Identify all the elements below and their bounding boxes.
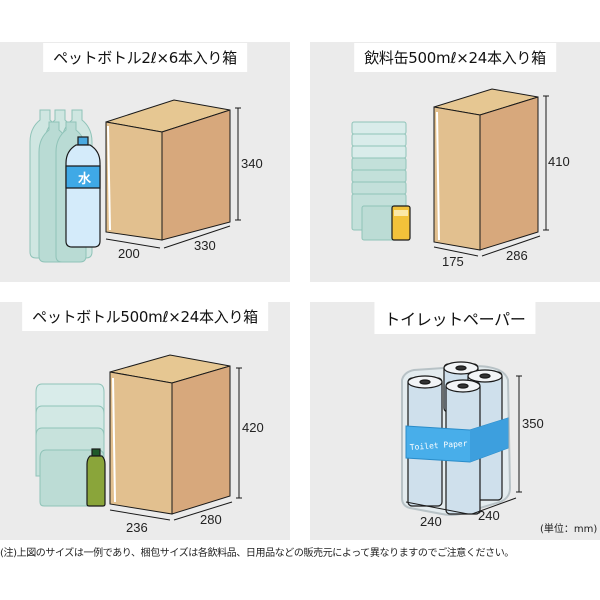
depth-dimension: 330 xyxy=(194,238,216,253)
panel-toilet-paper: トイレットペーパー Toilet Paper 3 xyxy=(310,302,600,540)
panel-title: 飲料缶500mℓ×24本入り箱 xyxy=(354,43,556,72)
height-dimension: 420 xyxy=(242,420,264,435)
height-dimension: 340 xyxy=(241,156,263,171)
panel-title: トイレットペーパー xyxy=(374,302,536,334)
band-label: Toilet Paper xyxy=(410,439,468,452)
panel-pet-bottle-2l: ペットボトル2ℓ×6本入り箱 水 340 2 xyxy=(0,42,290,282)
pet-bottle-2l-icon: 水 xyxy=(29,99,241,263)
height-dimension: 410 xyxy=(548,154,570,169)
footnote: (注)上図のサイズは一例であり、梱包サイズは各飲料品、日用品などの販売元によって… xyxy=(0,548,514,559)
pet-bottle-500ml-icon xyxy=(35,354,242,521)
panel-pet-bottle-500ml: ペットボトル500mℓ×24本入り箱 420 236 280 xyxy=(0,302,290,540)
depth-dimension: 240 xyxy=(478,508,500,523)
water-label: 水 xyxy=(78,171,92,187)
panel-title: ペットボトル2ℓ×6本入り箱 xyxy=(43,43,247,72)
unit-label: (単位：mm) xyxy=(540,524,598,535)
width-dimension: 236 xyxy=(126,520,148,535)
toilet-paper-pack-icon: Toilet Paper xyxy=(401,361,522,516)
depth-dimension: 280 xyxy=(200,512,222,527)
height-dimension: 350 xyxy=(522,416,544,431)
panel-title: ペットボトル500mℓ×24本入り箱 xyxy=(22,302,268,331)
panel-beverage-can: 飲料缶500mℓ×24本入り箱 410 175 286 xyxy=(310,42,600,282)
depth-dimension: 286 xyxy=(506,248,528,263)
width-dimension: 200 xyxy=(118,246,140,261)
width-dimension: 240 xyxy=(420,514,442,529)
beverage-can-icon xyxy=(351,88,549,257)
width-dimension: 175 xyxy=(442,254,464,269)
